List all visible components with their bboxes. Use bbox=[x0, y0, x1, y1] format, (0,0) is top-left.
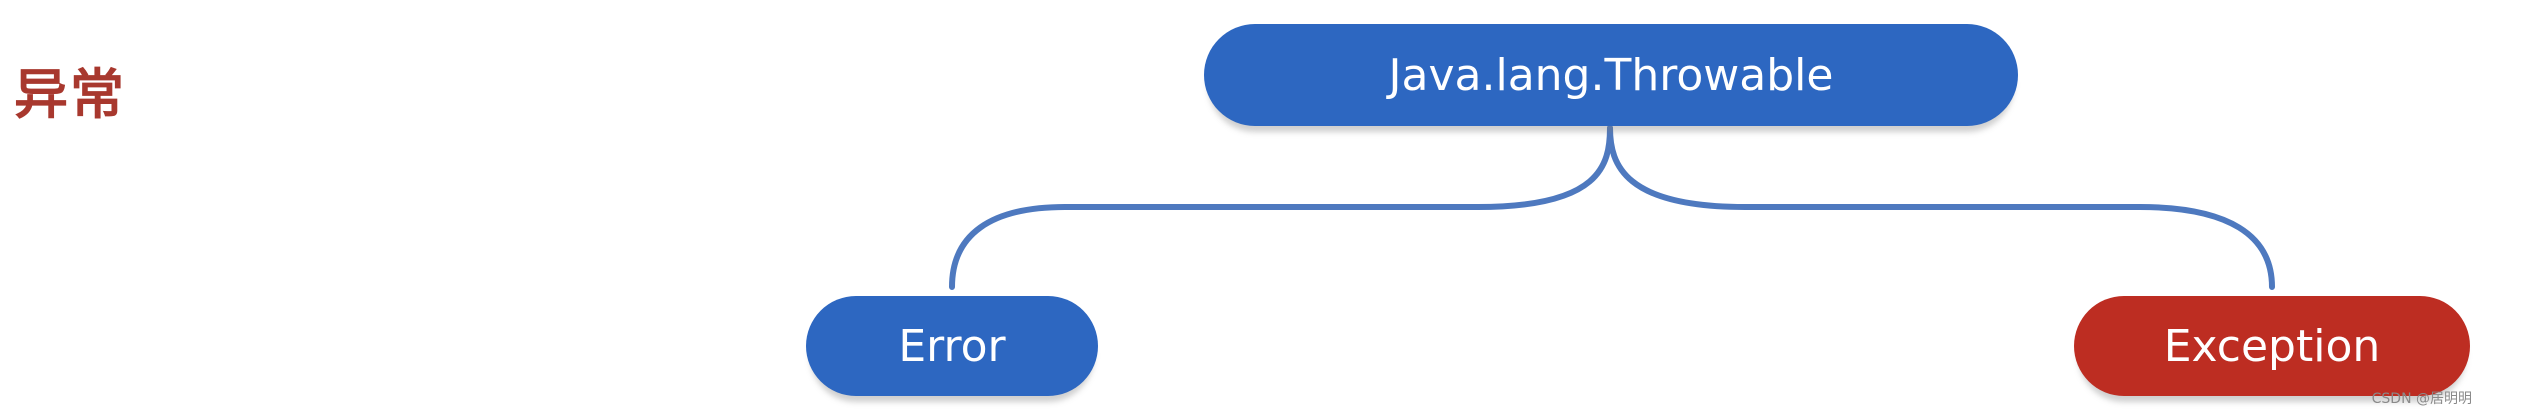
throwable-node-label: Java.lang.Throwable bbox=[1388, 49, 1834, 101]
exception-node: Exception bbox=[2074, 296, 2470, 396]
error-node-label: Error bbox=[898, 320, 1006, 372]
watermark: CSDN @居明明 bbox=[2371, 391, 2472, 407]
error-node: Error bbox=[806, 296, 1098, 396]
page-title: 异常 bbox=[14, 63, 126, 126]
connector-root-to-exception bbox=[1607, 125, 2275, 290]
connector-root-to-error bbox=[949, 125, 1613, 290]
exception-node-label: Exception bbox=[2163, 320, 2381, 372]
throwable-node: Java.lang.Throwable bbox=[1204, 24, 2018, 126]
